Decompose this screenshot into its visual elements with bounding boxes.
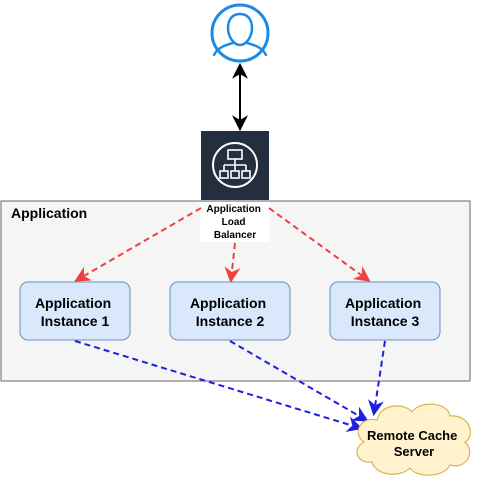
instance-2-box [169,281,291,341]
lb-label-line-2: Load [222,217,246,228]
lb-label-line-1: Application [206,204,260,215]
instance-1-label: Application Instance 1 [35,295,115,329]
application-group-title: Application [11,205,87,221]
instance-3-to-cache-arrow [368,340,386,417]
instance-3-line-2: Instance 3 [351,313,420,329]
lb-to-instance-3-arrow [268,207,371,282]
instance-1-line-1: Application [35,295,111,311]
load-balancer: Application Load Balancer [200,131,270,242]
application-instance-3: Application Instance 3 [329,281,441,341]
instance-2-line-2: Instance 2 [196,313,265,329]
cache-label-line-2: Server [394,444,434,459]
instance-2-to-cache-arrow [229,340,369,422]
instance-2-label: Application Instance 2 [190,295,270,329]
instances-to-cache-connectors [74,340,386,432]
instance-1-box [19,281,131,341]
cache-label: Remote Cache Server [367,428,461,459]
cache-cloud-shape [356,403,471,476]
application-instance-1: Application Instance 1 [19,281,131,341]
cache-label-line-1: Remote Cache [367,428,457,443]
lb-to-instance-1-arrow [74,207,202,282]
load-balancer-label: Application Load Balancer [206,204,263,241]
remote-cache-server: Remote Cache Server [356,403,471,476]
application-instance-2: Application Instance 2 [169,281,291,341]
instance-3-box [329,281,441,341]
instance-1-line-2: Instance 1 [41,313,110,329]
load-balancer-icon [212,142,258,188]
instance-2-line-1: Application [190,295,266,311]
user-icon-ring [210,3,270,63]
lb-label-line-3: Balancer [214,230,256,241]
instance-3-line-1: Application [345,295,421,311]
lb-to-instance-2-arrow [224,242,241,284]
user-silhouette [212,12,268,57]
instance-3-label: Application Instance 3 [345,295,425,329]
load-balancer-label-bg [200,202,270,242]
lb-to-instances-connectors [74,207,371,284]
user-icon [210,3,270,63]
